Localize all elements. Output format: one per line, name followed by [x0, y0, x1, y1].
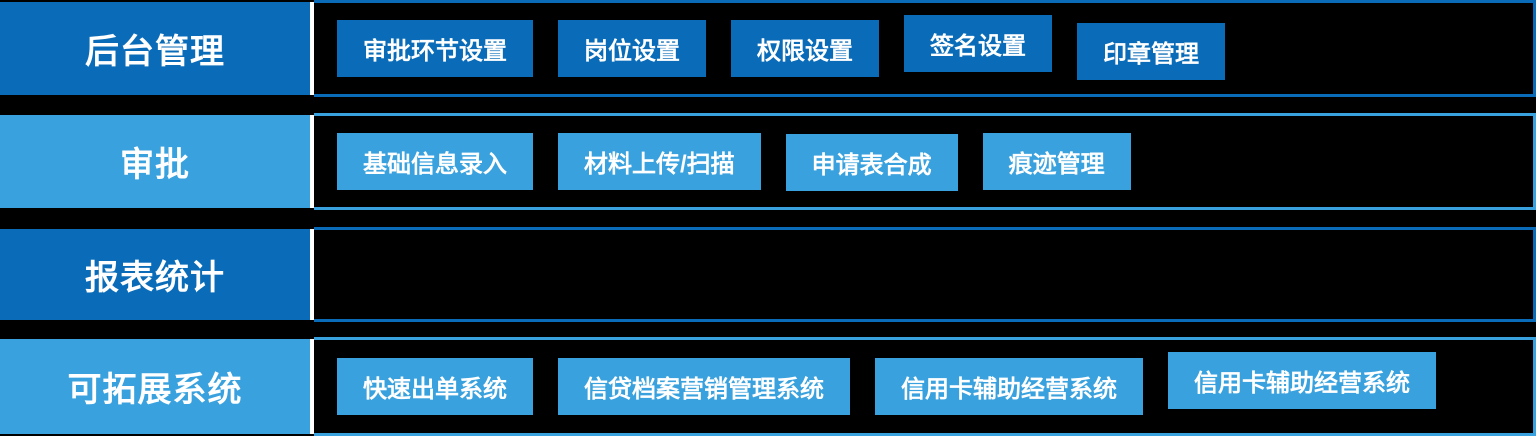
- row-label-report-statistics: 报表统计: [0, 229, 310, 320]
- btn-credit-archive-marketing-system[interactable]: 信贷档案营销管理系统: [558, 358, 850, 415]
- row-backend-management: 后台管理 审批环节设置 岗位设置 权限设置 签名设置 印章管理: [0, 0, 1536, 97]
- btn-seal-management[interactable]: 印章管理: [1077, 23, 1225, 80]
- panel-report-statistics: [314, 227, 1536, 322]
- btn-credit-card-assist-system-2[interactable]: 信用卡辅助经营系统: [1168, 352, 1436, 409]
- btn-application-form-compose[interactable]: 申请表合成: [785, 134, 958, 191]
- btn-credit-card-assist-system-1[interactable]: 信用卡辅助经营系统: [875, 358, 1143, 415]
- label-divider: [310, 339, 314, 434]
- row-report-statistics: 报表统计: [0, 227, 1536, 322]
- btn-signature-settings[interactable]: 签名设置: [904, 15, 1052, 72]
- row-label-backend-management: 后台管理: [0, 2, 310, 95]
- panel-approval: 基础信息录入 材料上传/扫描 申请表合成 痕迹管理: [314, 113, 1536, 210]
- row-label-extensible-systems: 可拓展系统: [0, 339, 310, 434]
- label-divider: [310, 229, 314, 320]
- panel-extensible-systems: 快速出单系统 信贷档案营销管理系统 信用卡辅助经营系统 信用卡辅助经营系统: [314, 337, 1536, 436]
- row-approval: 审批 基础信息录入 材料上传/扫描 申请表合成 痕迹管理: [0, 113, 1536, 210]
- label-divider: [310, 115, 314, 208]
- btn-material-upload-scan[interactable]: 材料上传/扫描: [558, 133, 761, 190]
- btn-position-settings[interactable]: 岗位设置: [558, 20, 706, 77]
- row-label-approval: 审批: [0, 115, 310, 208]
- btn-approval-step-settings[interactable]: 审批环节设置: [337, 20, 533, 77]
- btn-basic-info-entry[interactable]: 基础信息录入: [337, 133, 533, 190]
- btn-trace-management[interactable]: 痕迹管理: [982, 133, 1131, 190]
- btn-permission-settings[interactable]: 权限设置: [731, 20, 879, 77]
- btn-quick-quote-system[interactable]: 快速出单系统: [337, 358, 533, 415]
- row-extensible-systems: 可拓展系统 快速出单系统 信贷档案营销管理系统 信用卡辅助经营系统 信用卡辅助经…: [0, 337, 1536, 436]
- panel-backend-management: 审批环节设置 岗位设置 权限设置 签名设置 印章管理: [314, 0, 1536, 97]
- label-divider: [310, 2, 314, 95]
